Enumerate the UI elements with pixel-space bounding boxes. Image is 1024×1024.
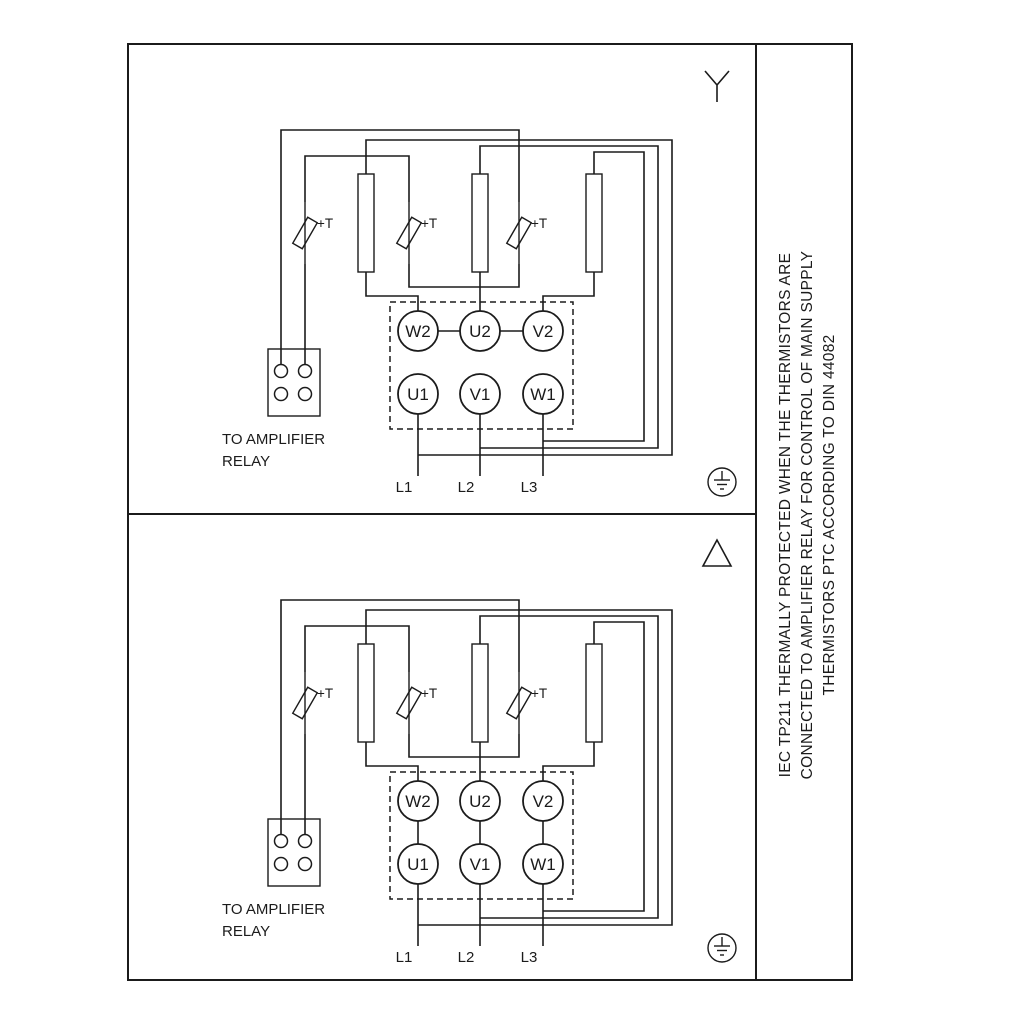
supply-label-L2: L2 — [458, 949, 475, 966]
terminal-circle-V2 — [522, 780, 564, 822]
thermistor-label-1: +T — [317, 686, 333, 701]
terminal-label-V1: V1 — [470, 385, 491, 404]
sidebar-note-line-2: CONNECTED TO AMPLIFIER RELAY FOR CONTROL… — [799, 251, 816, 780]
sidebar-note-line-1: IEC TP211 THERMALLY PROTECTED WHEN THE T… — [777, 253, 794, 778]
delta-connection-icon — [701, 538, 733, 567]
terminal-label-W1: W1 — [530, 855, 556, 874]
terminal-circle-W2 — [397, 780, 439, 822]
terminal-circle-W1 — [522, 373, 564, 415]
terminal-label-V2: V2 — [533, 792, 554, 811]
star-connection-icon — [704, 70, 730, 102]
earth-ground-icon — [707, 467, 737, 497]
sidebar-note: IEC TP211 THERMALLY PROTECTED WHEN THE T… — [755, 43, 853, 981]
terminal-label-U2: U2 — [469, 322, 491, 341]
terminal-circle-U1 — [397, 373, 439, 415]
sidebar-note-line-3: THERMISTORS PTC ACCORDING TO DIN 44082 — [821, 334, 838, 695]
supply-label-L3: L3 — [521, 479, 538, 496]
terminal-circle-V2 — [522, 310, 564, 352]
terminal-label-U2: U2 — [469, 792, 491, 811]
terminal-label-V1: V1 — [470, 855, 491, 874]
supply-label-L3: L3 — [521, 949, 538, 966]
relay-caption-line2: RELAY — [222, 923, 270, 940]
terminal-label-V2: V2 — [533, 322, 554, 341]
terminal-circle-U2 — [459, 310, 501, 352]
terminal-circle-W1 — [522, 843, 564, 885]
terminal-circle-U1 — [397, 843, 439, 885]
panel-star: W2 U2 V2 U1 V1 W1 +T +T +T L1 L2 L3 TO A… — [127, 43, 757, 515]
thermistor-label-2: +T — [421, 216, 437, 231]
supply-label-L2: L2 — [458, 479, 475, 496]
terminal-circle-V1 — [459, 373, 501, 415]
thermistor-label-2: +T — [421, 686, 437, 701]
relay-caption-line2: RELAY — [222, 453, 270, 470]
supply-label-L1: L1 — [396, 479, 413, 496]
sidebar-border — [755, 43, 853, 981]
terminal-label-W2: W2 — [405, 322, 431, 341]
supply-label-L1: L1 — [396, 949, 413, 966]
panel-delta: W2 U2 V2 U1 V1 W1 +T +T +T L1 L2 L3 TO A… — [127, 513, 757, 981]
thermistor-label-3: +T — [531, 686, 547, 701]
thermistor-label-3: +T — [531, 216, 547, 231]
terminal-label-U1: U1 — [407, 855, 429, 874]
relay-caption-line1: TO AMPLIFIER — [222, 431, 325, 448]
terminal-label-W2: W2 — [405, 792, 431, 811]
relay-caption-line1: TO AMPLIFIER — [222, 901, 325, 918]
thermistor-label-1: +T — [317, 216, 333, 231]
terminal-label-U1: U1 — [407, 385, 429, 404]
terminal-circle-V1 — [459, 843, 501, 885]
terminal-label-W1: W1 — [530, 385, 556, 404]
terminal-circle-W2 — [397, 310, 439, 352]
delta-bridge-links — [417, 821, 544, 844]
earth-ground-icon — [707, 933, 737, 963]
terminal-circle-U2 — [459, 780, 501, 822]
